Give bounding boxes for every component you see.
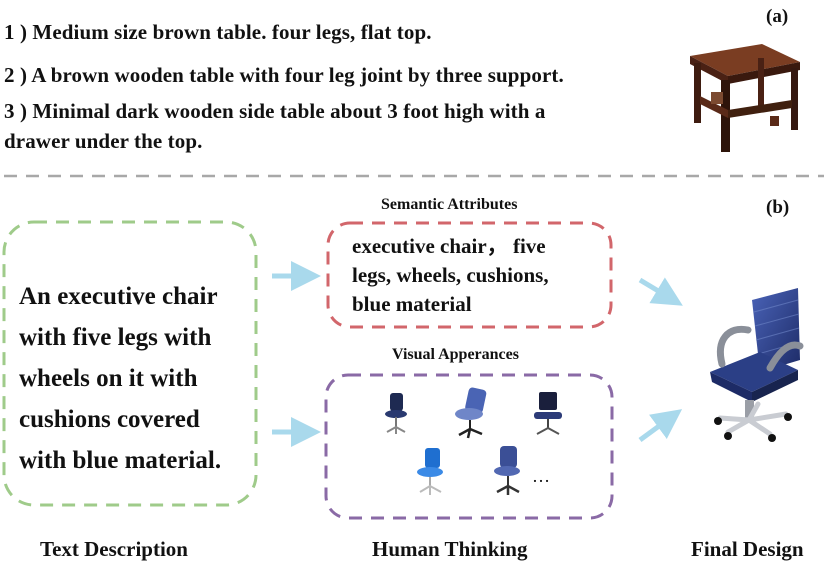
final-design-chair-render <box>710 288 804 442</box>
arrow-semantic-to-final <box>638 277 683 306</box>
semantic-attribute-line-2: legs, wheels, cushions, <box>352 263 549 287</box>
text-description-box <box>2 220 258 507</box>
text-description-line-3: wheels on it with <box>19 365 198 392</box>
table-description-1: 1 ) Medium size brown table. four legs, … <box>4 20 432 44</box>
semantic-attribute-line-1: executive chair， five <box>352 234 546 258</box>
caption-text-description: Text Description <box>40 537 188 561</box>
text-description-line-5: with blue material. <box>19 447 222 474</box>
chair-thumbnail-1 <box>385 393 407 434</box>
text-description-line-4: cushions covered <box>19 406 200 433</box>
panel-a-tag: (a) <box>766 6 789 27</box>
text-description-line-2: with five legs with <box>19 324 212 351</box>
brown-table-render <box>690 44 800 152</box>
chair-thumbnail-2 <box>455 387 487 439</box>
chair-thumbnail-5 <box>494 446 520 495</box>
semantic-attributes-box <box>326 221 613 329</box>
text-description-line-1: An executive chair <box>19 283 218 310</box>
semantic-attributes-title: Semantic Attributes <box>381 196 518 213</box>
table-description-2: 2 ) A brown wooden table with four leg j… <box>4 63 564 87</box>
table-description-3: 3 ) Minimal dark wooden side table about… <box>4 99 546 123</box>
semantic-attribute-line-3: blue material <box>352 292 472 316</box>
chair-thumbnail-3 <box>534 392 562 435</box>
visual-appearances-title: Visual Apperances <box>392 346 519 363</box>
caption-final-design: Final Design <box>691 537 804 561</box>
more-chairs-ellipsis: … <box>532 466 550 486</box>
visual-appearances-box <box>324 373 614 520</box>
arrow-visual-to-final <box>638 409 683 443</box>
panel-b-tag: (b) <box>766 197 790 218</box>
chair-thumbnail-4 <box>417 448 443 495</box>
caption-human-thinking: Human Thinking <box>372 537 528 561</box>
table-description-3-continued: drawer under the top. <box>4 129 203 153</box>
